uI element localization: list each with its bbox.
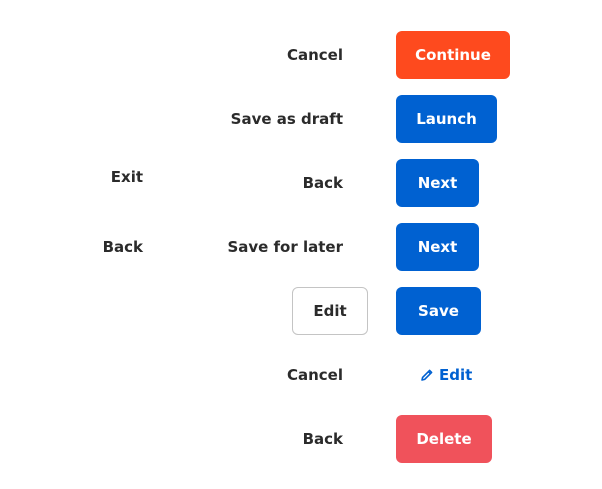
button-row-4: Back Save for later Next [0, 223, 602, 271]
next-button[interactable]: Next [396, 223, 479, 271]
edit-button[interactable]: Edit [292, 287, 368, 335]
continue-button[interactable]: Continue [396, 31, 510, 79]
save-for-later-button[interactable]: Save for later [227, 238, 343, 256]
launch-button[interactable]: Launch [396, 95, 497, 143]
delete-button[interactable]: Delete [396, 415, 492, 463]
button-row-5: Edit Save [0, 287, 602, 335]
save-button[interactable]: Save [396, 287, 481, 335]
button-row-6: Cancel Edit [0, 351, 602, 399]
exit-button[interactable]: Exit [110, 168, 143, 186]
back-button[interactable]: Back [302, 430, 343, 448]
edit-link-button[interactable]: Edit [420, 351, 472, 399]
pencil-icon [420, 368, 434, 382]
button-row-7: Back Delete [0, 415, 602, 463]
next-button[interactable]: Next [396, 159, 479, 207]
back-button[interactable]: Back [102, 238, 143, 256]
save-as-draft-button[interactable]: Save as draft [230, 110, 343, 128]
button-row-2: Save as draft Launch [0, 95, 602, 143]
cancel-button[interactable]: Cancel [286, 46, 343, 64]
cancel-button[interactable]: Cancel [286, 366, 343, 384]
back-button[interactable]: Back [302, 174, 343, 192]
edit-link-label: Edit [439, 366, 473, 384]
button-row-1: Cancel Continue [0, 31, 602, 79]
button-row-3: Exit Back Next [0, 159, 602, 207]
